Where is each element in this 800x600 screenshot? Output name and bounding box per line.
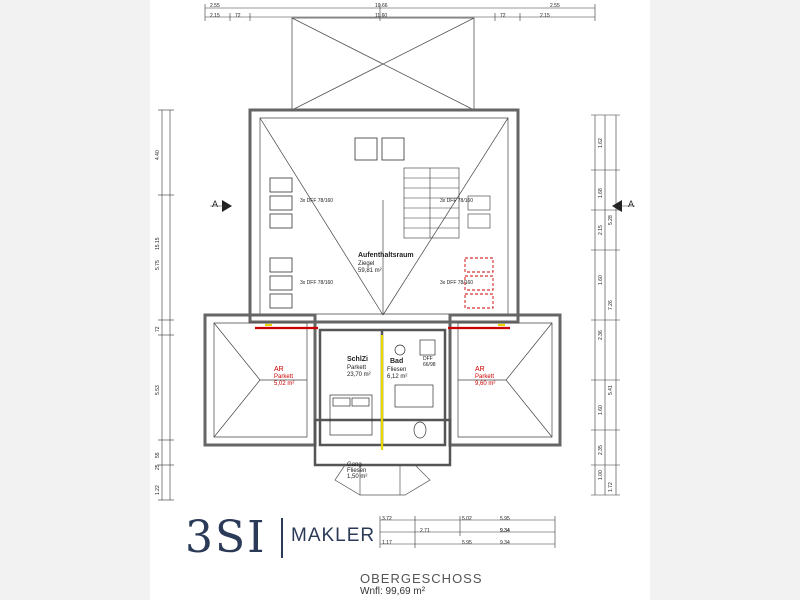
room-area-aufenthaltsraum: 59,81 m² [358,268,382,274]
dims-right-label: 1.00 [598,470,604,480]
landing [334,464,431,496]
skylights-right [464,257,494,309]
room-area-ar-right: 9,60 m² [475,381,496,387]
roof-overhang [291,17,475,111]
dims-left-label: 1.22 [155,485,161,495]
dims-top-label: 2.55 [210,3,220,9]
section-letter-right: A [628,199,635,209]
room-name-bad: Bad [390,358,404,365]
dims-bottom-label: 5.95 [500,516,510,522]
dims-bottom-label: 3.72 [382,516,392,522]
dims-right-label: 5.28 [608,215,614,225]
room-name-ar-right: AR [475,366,485,373]
dims-bottom-label: 1.17 [382,540,392,546]
dims-left-label: 72 [155,326,161,332]
section-letter-left: A [212,199,219,209]
dims-top-label: 2.15 [540,13,550,19]
yellow-markers [265,323,505,450]
dims-bottom-label: 5.02 [462,516,472,522]
dims-right-label: 5.41 [608,385,614,395]
left-wing-roof [213,322,308,438]
room-name-ar-left: AR [274,366,284,373]
window-label-right-2: 3x DFF 78/160 [440,280,474,286]
room-floor-schlzi: Parkett [347,365,367,371]
dims-left-label: 4.40 [155,150,161,160]
skylights-top [354,137,405,161]
dims-right-label: 7.26 [608,300,614,310]
dims-left-label: 15.15 [155,237,161,250]
room-area-gang: 1,50 m² [347,474,368,480]
window-label-bad: DFF 66/98 [423,356,436,368]
dims-top-label: 11.60 [375,13,388,19]
window-label-left-1: 3x DFF 78/160 [300,198,334,204]
logo-mark: 3SI [185,512,267,563]
bed [329,394,373,436]
right-dimension-lines [591,114,620,496]
floor-plan-drawing [158,4,635,548]
room-name-aufenthaltsraum: Aufenthaltsraum [358,252,414,259]
skylights-left [269,177,293,309]
dims-left-label: 55 [155,452,161,458]
dims-left-label: 5.75 [155,260,161,270]
dims-bottom-label: 9.34 [500,528,510,534]
dims-right-label: 1.72 [608,482,614,492]
right-wing-roof [457,322,553,438]
dims-top-label: 2.15 [210,13,220,19]
bottom-dimension-lines [379,516,556,548]
left-dimension-lines [158,109,174,501]
attic-walls [248,108,520,324]
room-floor-bad: Fliesen [387,367,407,373]
dims-left-label: 5.53 [155,385,161,395]
logo-wordmark: MAKLER [291,525,376,546]
bath-fixtures [394,339,436,439]
room-floor-aufenthaltsraum: Ziegel [358,261,375,267]
floor-name: OBERGESCHOSS [360,571,483,586]
dims-top-label: 72 [235,13,241,19]
right-wing [448,313,562,447]
room-area-schlzi: 23,70 m² [347,372,371,378]
dims-bottom-label: 2.71 [420,528,430,534]
skylights-right-outline [467,195,491,229]
dims-bottom-label: 9.34 [500,540,510,546]
dims-bottom-label: 9.34 [500,528,510,534]
window-label-left-2: 3x DFF 78/160 [300,280,334,286]
staircase [403,167,460,239]
floor-area: Wnfl: 99,69 m² [360,586,426,597]
top-dimension-lines [204,4,596,21]
dims-top-label: 10.66 [375,3,388,9]
dims-right-label: 1.60 [598,275,604,285]
dims-right-label: 1.60 [598,405,604,415]
room-floor-gang: Fliesen [347,468,367,474]
dims-top-label: 2.55 [550,3,560,9]
room-area-ar-left: 5,02 m² [274,381,295,387]
dims-left-label: 25 [155,464,161,470]
room-floor-ar-right: Parkett [475,374,495,380]
dims-right-label: 2.15 [598,225,604,235]
window-label-right-1: 3x DFF 78/160 [440,198,474,204]
dims-right-label: 1.62 [598,138,604,148]
room-name-schlzi: SchlZi [347,356,369,363]
dims-top-label: 72 [500,13,506,19]
room-area-bad: 6,12 m² [387,374,408,380]
dims-right-label: 2.35 [598,445,604,455]
logo-divider [281,518,283,558]
dims-right-label: 2.36 [598,330,604,340]
dims-right-label: 1.68 [598,188,604,198]
room-floor-ar-left: Parkett [274,374,294,380]
dims-bottom-label: 5.95 [462,540,472,546]
room-name-gang: Gang [347,462,362,468]
